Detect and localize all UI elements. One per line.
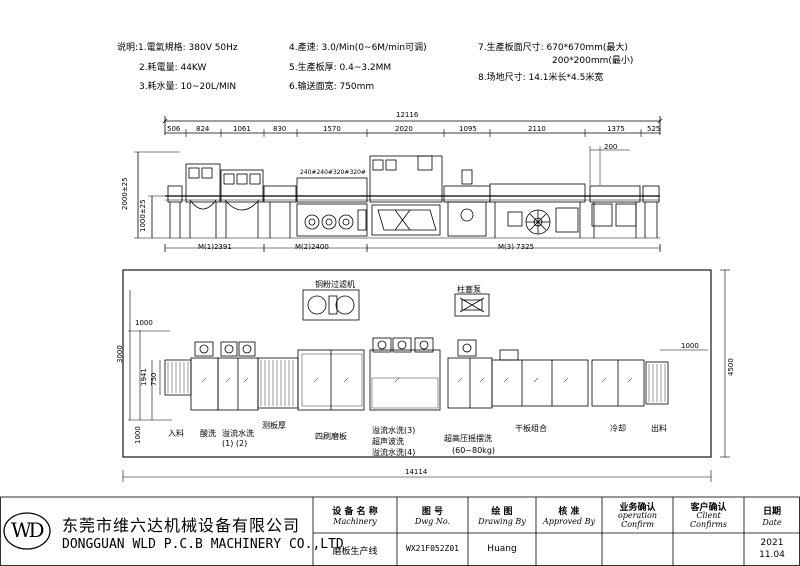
roller-labels: 240#240#320#320# (300, 169, 366, 176)
label-thickness: 测板厚 (262, 421, 286, 430)
header-operation-en1: operation (617, 511, 657, 520)
header-dwg-cn: 图 号 (421, 507, 444, 517)
label-acid: 酸洗 (200, 429, 216, 438)
dim-height-2000: 2000±25 (121, 177, 129, 210)
dim-seg-3: 1061 (233, 125, 251, 133)
spec-2: 2.耗電量: 44KW (139, 63, 207, 73)
header-date-en: Date (762, 518, 782, 527)
dim-plan-3000: 3000 (116, 345, 124, 363)
logo-text: WD (11, 518, 45, 542)
dim-total: 12116 (396, 111, 419, 119)
header-approved-cn: 核 准 (558, 507, 580, 517)
dim-m1: M(1)2391 (198, 243, 232, 251)
label-overflow-4: 溢流水洗(4) (372, 448, 416, 457)
company-logo (3, 512, 51, 550)
dim-height-1000: 1000±25 (139, 199, 147, 232)
value-dwg-no: WX21F052Z01 (406, 544, 459, 553)
dim-plan-1000-top: 1000 (135, 319, 153, 327)
dim-plan-1000-right: 1000 (681, 342, 699, 350)
label-feed: 入料 (168, 429, 184, 438)
spec-5: 5.生產板厚: 0.4~3.2MM (289, 63, 392, 73)
spec-1: 说明:1.電氣規格: 380V 50Hz (117, 43, 238, 53)
dim-m3: M(3) 7325 (498, 243, 534, 251)
spec-3: 3.耗水量: 10~20L/MIN (139, 82, 237, 92)
header-date-cn: 日期 (762, 507, 781, 517)
dim-seg-10: 525 (647, 125, 661, 133)
elevation-view (134, 116, 663, 252)
label-cooling: 冷却 (610, 424, 626, 433)
dim-seg-2: 824 (196, 125, 210, 133)
label-brush: 四刷磨板 (315, 432, 347, 441)
copper-filter-label: 铜粉过滤机 (315, 280, 355, 289)
value-drawing-by: Huang (487, 544, 517, 554)
spec-4: 4.產速: 3.0/Min(0~6M/min可调) (289, 43, 427, 53)
dim-plan-4500: 4500 (727, 358, 735, 376)
label-dryer: 干板组合 (515, 424, 547, 433)
label-overflow-12: 溢流水洗 (222, 429, 254, 438)
plunger-pump-label: 柱塞泵 (457, 285, 481, 294)
header-client-en1: Client (696, 511, 721, 520)
dim-plan-1941: 1941 (140, 368, 148, 386)
spec-6: 6.输送面宽: 750mm (289, 82, 375, 92)
label-overflow-12b: (1) (2) (222, 439, 248, 448)
spec-7b: 200*200mm(最小) (552, 56, 634, 66)
dim-seg-9: 1375 (607, 125, 625, 133)
dim-plan-14114: 14114 (405, 468, 428, 476)
label-out: 出料 (651, 424, 667, 433)
dim-seg-7: 1095 (459, 125, 477, 133)
dim-seg-6: 2020 (395, 125, 413, 133)
header-approved-en: Approved By (543, 517, 595, 526)
value-date-1: 2021 (760, 538, 784, 548)
header-operation-cn: 业务确认 (619, 503, 656, 513)
header-client-cn: 客户确认 (690, 503, 727, 513)
label-overflow-3: 溢流水洗(3) (372, 426, 416, 435)
header-client-en2: Confirms (690, 520, 727, 529)
dim-plan-1000-bottom: 1000 (134, 426, 142, 444)
header-drawing-cn: 绘 图 (491, 507, 513, 517)
dim-seg-4: 830 (273, 125, 287, 133)
label-ultrasonic: 超声波洗 (372, 437, 404, 446)
company-name-cn: 东莞市维六达机械设备有限公司 (62, 516, 301, 535)
spec-7: 7.生產板面尺寸: 670*670mm(最大) (478, 43, 628, 53)
spec-8: 8.场地尺寸: 14.1米长*4.5米宽 (478, 73, 604, 83)
header-dwg-en: Dwg No. (414, 517, 451, 526)
dim-seg-8: 2110 (528, 125, 546, 133)
header-machinery-cn: 设 备 名 称 (332, 507, 378, 517)
label-high-pressure: 超高压摇摆洗 (444, 434, 492, 443)
dim-plan-750: 750 (150, 372, 158, 386)
dim-seg-5: 1570 (323, 125, 341, 133)
plan-view (122, 269, 730, 482)
label-high-pressure-b: (60~80kg) (452, 446, 496, 455)
company-name-en: DONGGUAN WLD P.C.B MACHINERY CO.,LTD (62, 537, 344, 552)
dim-seg-1: 506 (167, 125, 181, 133)
header-operation-en2: Confirm (621, 520, 654, 529)
header-drawing-en: Drawing By (478, 517, 526, 526)
value-date-2: 11.04 (759, 550, 785, 560)
dim-m2: M(2)2400 (295, 243, 329, 251)
value-machinery: 磨板生产线 (332, 547, 378, 557)
dim-200: 200 (604, 143, 618, 151)
header-machinery-en: Machinery (333, 517, 377, 526)
